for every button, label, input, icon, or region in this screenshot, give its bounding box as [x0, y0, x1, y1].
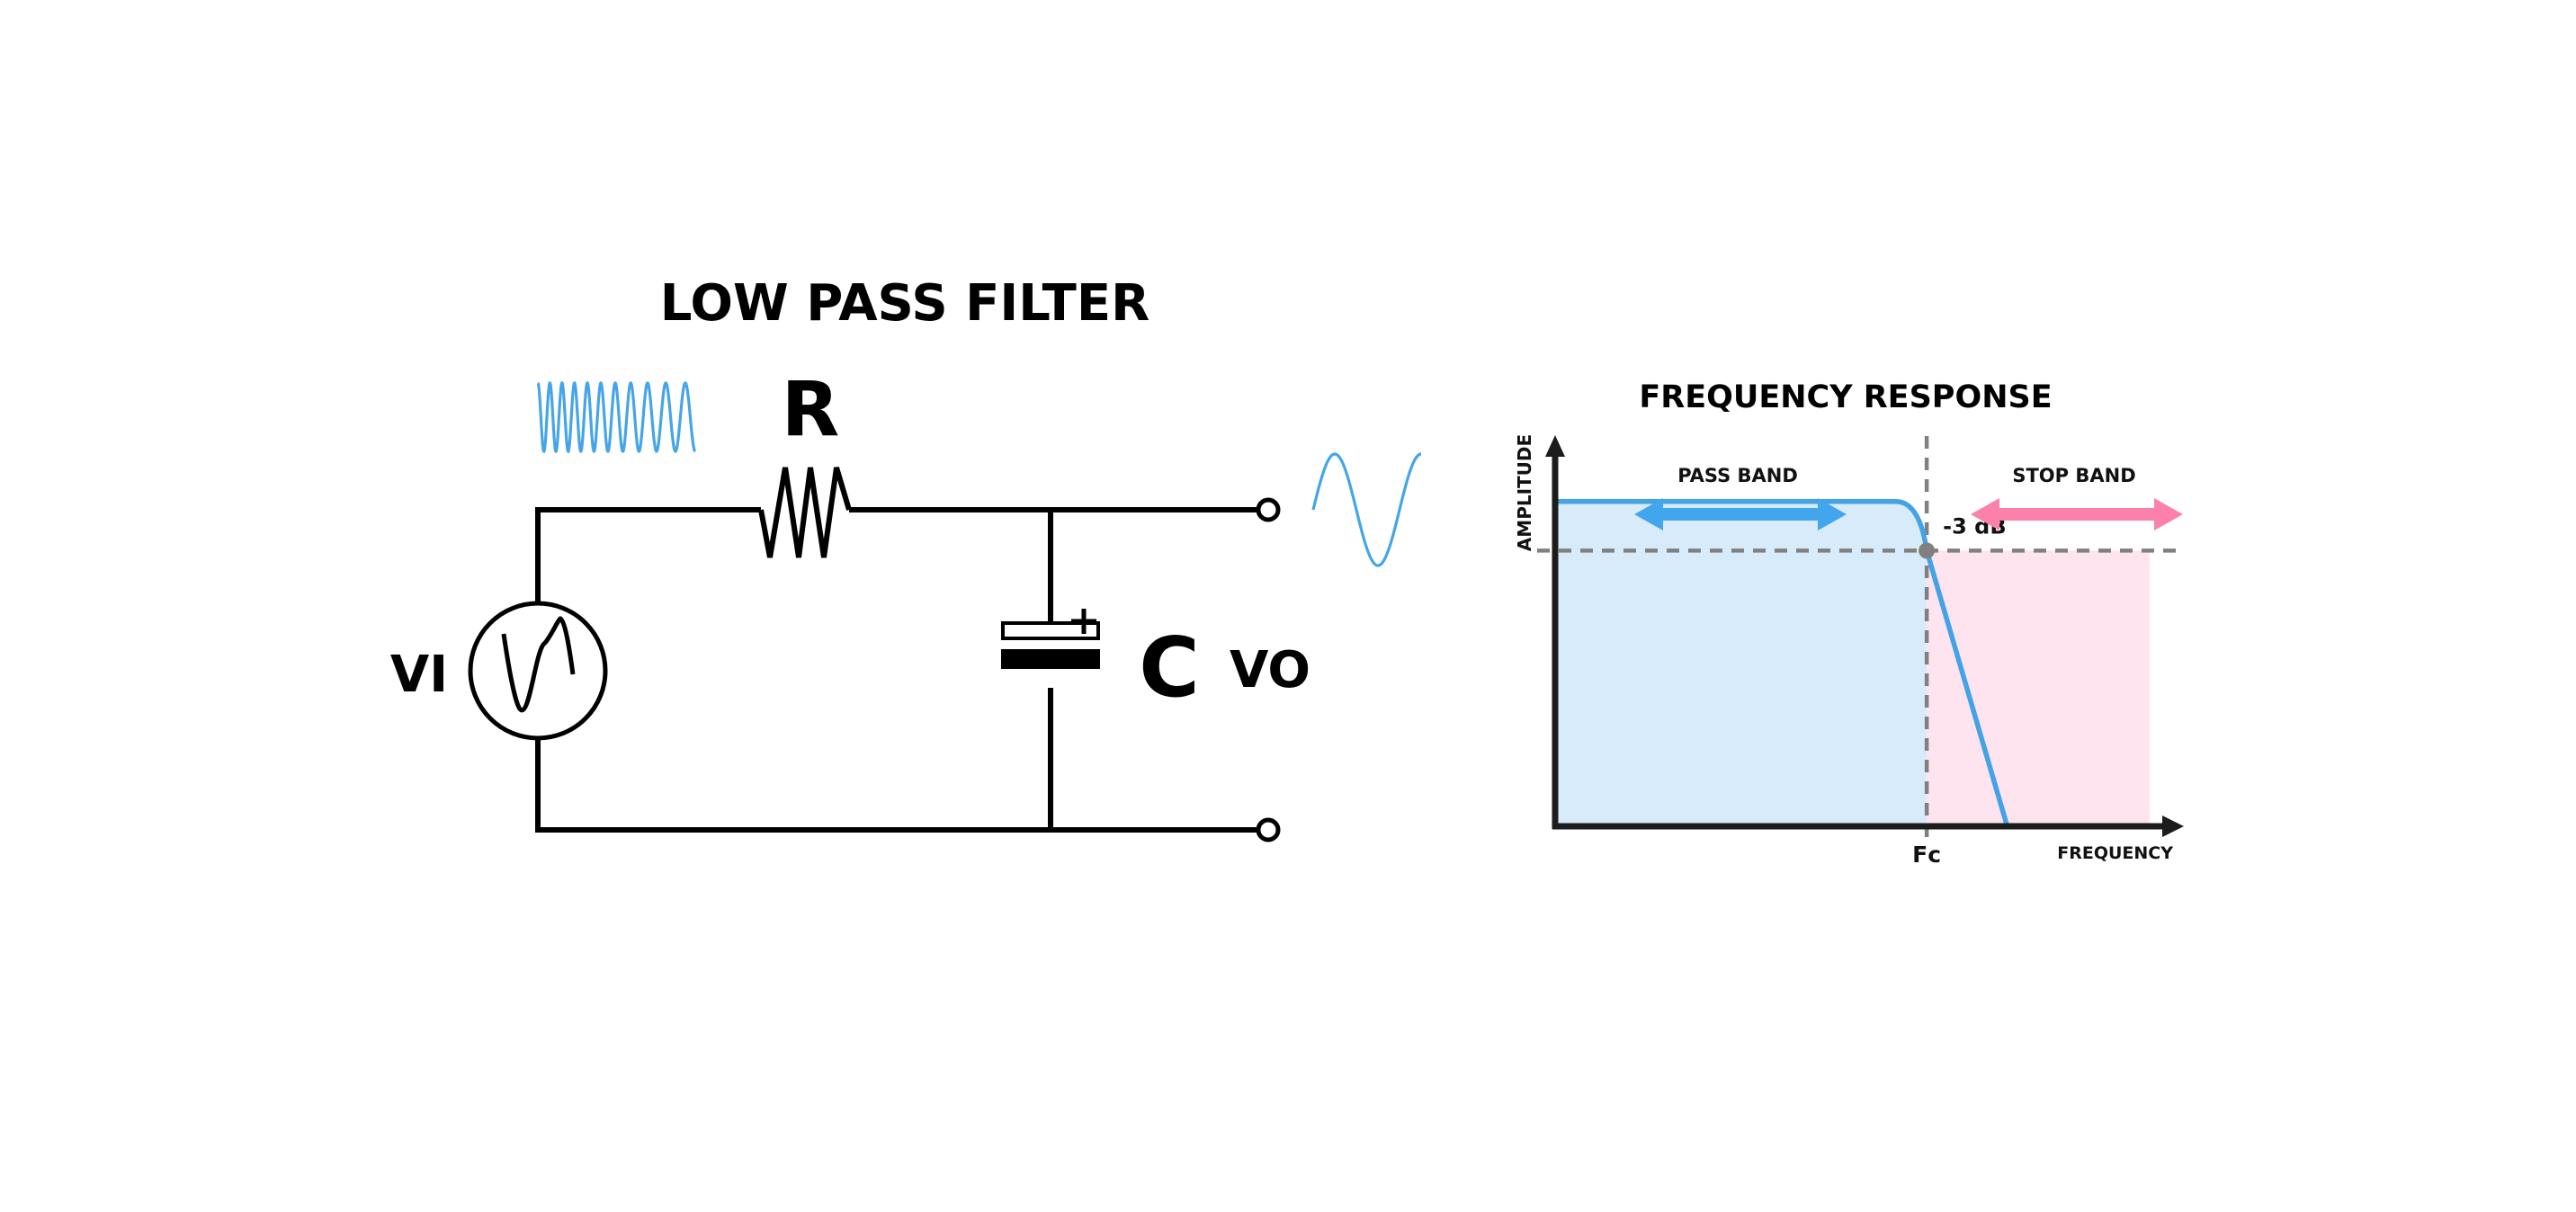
x-axis-label: FREQUENCY: [2057, 843, 2173, 863]
capacitor-positive-plate: [1001, 621, 1100, 640]
top-left-wire: [535, 507, 761, 619]
output-terminal-bottom: [1256, 817, 1281, 842]
sine-glyph: [501, 616, 576, 713]
resistor-symbol: [758, 467, 852, 558]
y-axis-label: AMPLITUDE: [1514, 434, 1535, 551]
output-signal-wave: [1311, 452, 1421, 567]
circuit-title: LOW PASS FILTER: [660, 274, 1150, 333]
chart-title: FREQUENCY RESPONSE: [1639, 379, 2052, 415]
pass-band-region: [1555, 550, 1928, 826]
output-terminal-top: [1256, 497, 1281, 522]
circuit-wires: [535, 467, 1257, 833]
capacitor-negative-plate: [1001, 649, 1100, 669]
plus-icon: [1071, 609, 1096, 634]
stop-band-label: STOP BAND: [2012, 465, 2135, 486]
stop-band-region: [1927, 550, 2150, 826]
pass-band-label: PASS BAND: [1677, 465, 1798, 486]
input-voltage-label: VI: [390, 646, 448, 704]
circuit-diagram: LOW PASS FILTER R C VI VO: [390, 274, 1421, 842]
capacitor-label: C: [1139, 619, 1200, 716]
ac-source-icon: [468, 601, 608, 741]
cutoff-point: [1919, 542, 1936, 559]
bottom-wire: [535, 739, 1257, 833]
axes: [1545, 435, 2184, 837]
resistor-label: R: [782, 365, 840, 453]
output-voltage-label: VO: [1230, 641, 1310, 700]
y-axis-arrow-icon: [1545, 435, 1565, 457]
pass-band-arrow-icon: [1634, 498, 1847, 530]
x-axis-arrow-icon: [2162, 815, 2184, 837]
input-signal-wave: [536, 380, 696, 454]
frequency-response-chart: FREQUENCY RESPONSE AMPLITUDE FREQUENCY F…: [1514, 379, 2184, 868]
x-tick-fc: Fc: [1912, 842, 1941, 868]
stop-band-arrow-icon: [1971, 498, 2183, 530]
